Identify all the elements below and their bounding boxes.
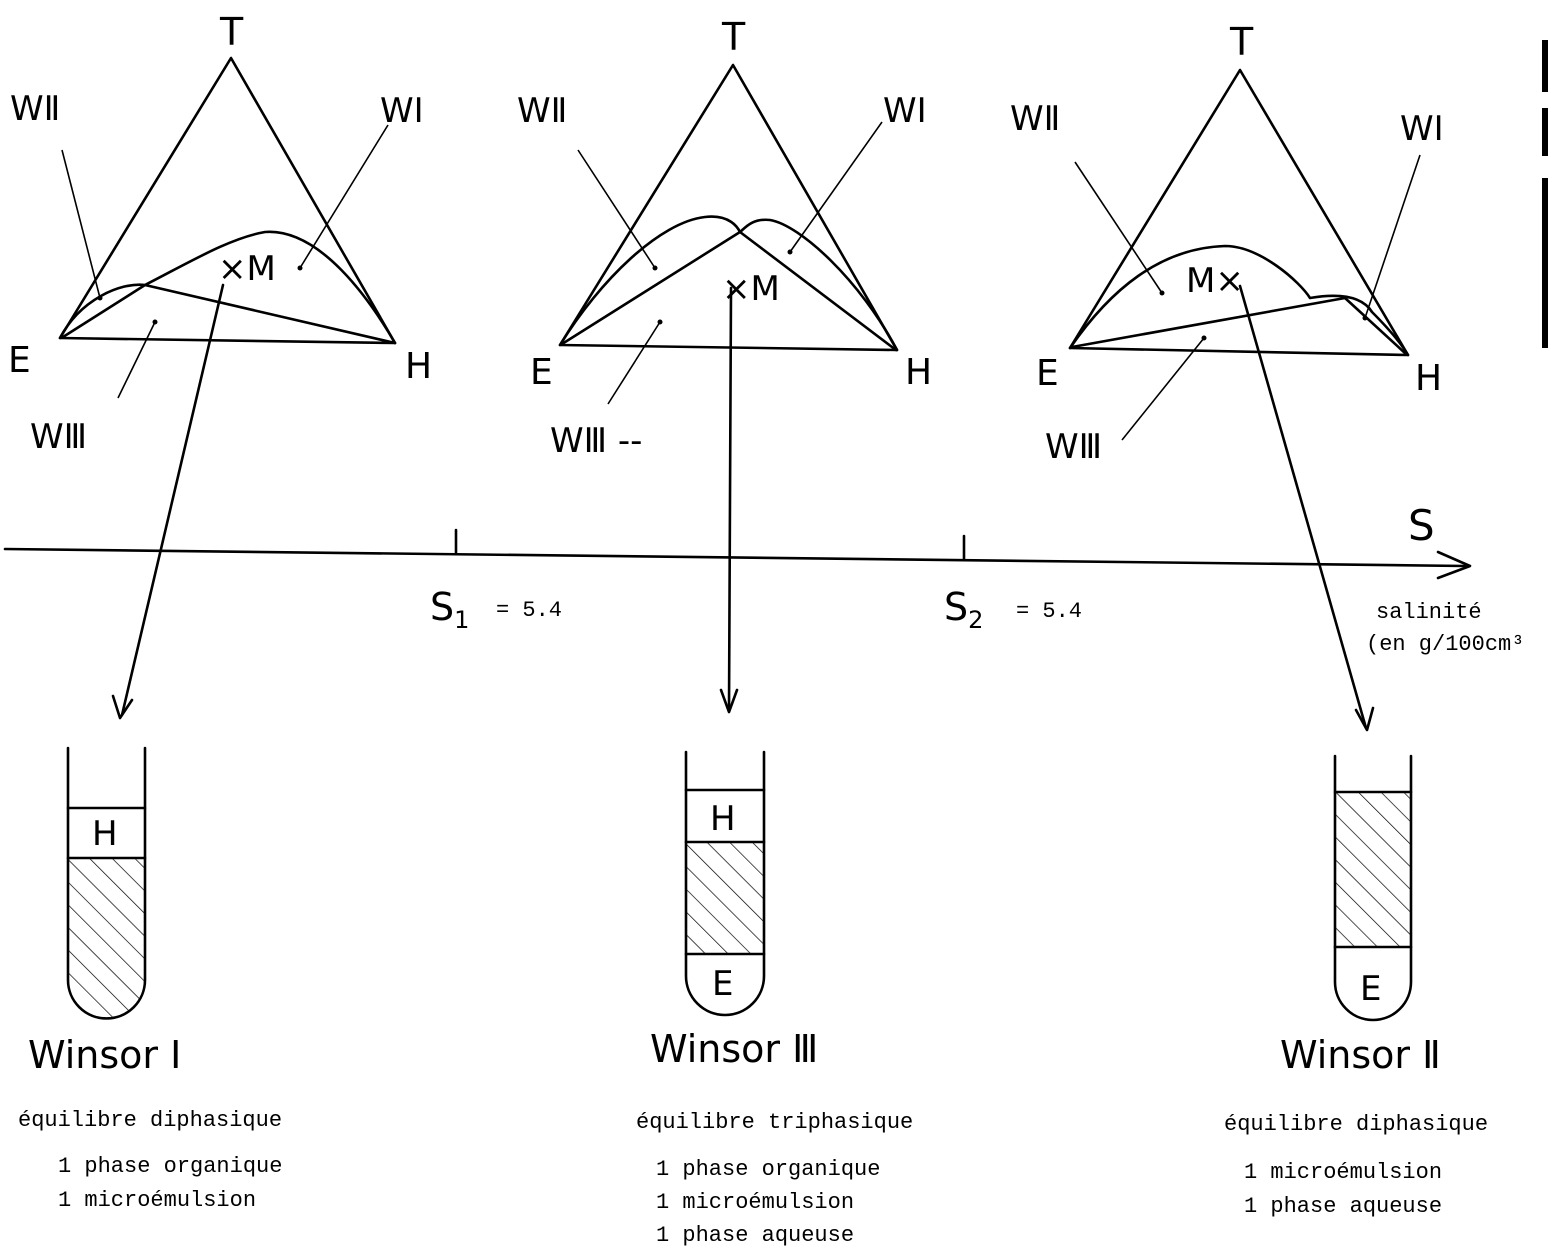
equilibrium-label: équilibre diphasique: [1224, 1112, 1488, 1137]
axis-caption-line1: salinité: [1376, 600, 1482, 625]
caption-winsor-3: Winsor Ⅲ équilibre triphasique 1 phase o…: [636, 1027, 913, 1248]
arrow-3: [1238, 284, 1368, 730]
caption-winsor-1: Winsor I équilibre diphasique 1 phase or…: [18, 1033, 282, 1213]
phase-label-h: H: [92, 814, 118, 854]
arrows: [111, 283, 1375, 732]
tube-title: Winsor Ⅲ: [650, 1027, 818, 1071]
binodal-curve: [1068, 244, 1410, 357]
salinity-axis: S S1 = 5.4 S2 = 5.4 salinité (en g/100cm…: [3, 501, 1524, 657]
triangle-outline: [58, 56, 397, 345]
test-tube-winsor-1: H: [66, 746, 147, 1020]
region-w2-label: WⅡ: [517, 91, 567, 131]
hatched-microemulsion: [68, 858, 145, 1019]
vertex-e-label: E: [530, 352, 553, 393]
region-w2-label: WⅡ: [1010, 99, 1060, 139]
three-phase-region: [61, 283, 397, 345]
phase-label-h: H: [710, 799, 736, 839]
vertex-e-label: E: [8, 340, 31, 381]
binodal-curve: [58, 230, 397, 345]
equilibrium-label: équilibre diphasique: [18, 1108, 282, 1133]
region-w1-label: WI: [1400, 109, 1444, 149]
arrow-2: [727, 286, 733, 712]
point-m-label: ×M: [218, 249, 276, 289]
vertex-h-label: H: [905, 352, 932, 393]
region-w3-label: WⅢ: [1045, 427, 1102, 467]
binodal-curve-left: [558, 215, 742, 347]
phase-line-1: 1 microémulsion: [1244, 1160, 1442, 1185]
phase-line-1: 1 phase organique: [656, 1157, 880, 1182]
tube-title: Winsor Ⅱ: [1280, 1033, 1441, 1077]
s2-value: = 5.4: [1016, 599, 1082, 624]
region-w2-label: WⅡ: [10, 89, 60, 129]
axis-caption-line2: (en g/100cm³: [1366, 632, 1524, 657]
vertex-h-label: H: [1415, 358, 1442, 399]
ternary-diagram-1: T E H WⅡ WI WⅢ ×M: [8, 10, 432, 457]
tube-outline: [684, 750, 766, 1017]
ternary-diagram-2: T E H WⅡ WI WⅢ -- ×M: [517, 15, 932, 461]
region-w1-label: WI: [883, 91, 927, 131]
arrow-1: [120, 283, 225, 717]
binodal-curve-right: [738, 218, 899, 352]
phase-line-1: 1 phase organique: [58, 1154, 282, 1179]
three-phase-region: [560, 230, 898, 352]
triangle-outline: [1068, 68, 1410, 357]
ternary-diagram-3: T E H WⅡ WI WⅢ M×: [1010, 20, 1444, 467]
tube-outline: [66, 746, 147, 1020]
vertex-e-label: E: [1036, 353, 1059, 394]
three-phase-region: [1070, 296, 1408, 356]
phase-line-2: 1 phase aqueuse: [1244, 1194, 1442, 1219]
region-w3-label: WⅢ: [30, 417, 87, 457]
triangle-outline: [558, 63, 899, 352]
axis-line: [3, 547, 1467, 568]
vertex-t-label: T: [219, 10, 244, 54]
region-w1-label: WI: [380, 91, 424, 131]
tube-title: Winsor I: [28, 1033, 181, 1077]
edge-fragment: [1542, 40, 1548, 348]
point-m-label: M×: [1186, 261, 1244, 301]
s1-label: S1: [430, 585, 469, 634]
region-w3-label: WⅢ --: [550, 421, 642, 461]
s2-label: S2: [944, 585, 983, 634]
hatched-microemulsion: [686, 842, 764, 954]
test-tube-winsor-2: E: [1333, 754, 1413, 1022]
test-tube-winsor-3: H E: [684, 750, 766, 1017]
phase-label-e: E: [712, 964, 733, 1004]
phase-line-2: 1 microémulsion: [656, 1190, 854, 1215]
axis-label: S: [1408, 501, 1435, 550]
equilibrium-label: équilibre triphasique: [636, 1110, 913, 1135]
vertex-t-label: T: [1229, 20, 1254, 64]
vertex-h-label: H: [405, 346, 432, 387]
phase-line-3: 1 phase aqueuse: [656, 1223, 854, 1248]
s1-value: = 5.4: [496, 598, 562, 623]
hatched-microemulsion: [1335, 792, 1411, 947]
phase-label-e: E: [1360, 969, 1381, 1009]
phase-line-2: 1 microémulsion: [58, 1188, 256, 1213]
caption-winsor-2: Winsor Ⅱ équilibre diphasique 1 microému…: [1224, 1033, 1488, 1219]
vertex-t-label: T: [721, 15, 746, 59]
tube-outline: [1333, 754, 1413, 1022]
axis-arrowhead: [1436, 550, 1472, 580]
